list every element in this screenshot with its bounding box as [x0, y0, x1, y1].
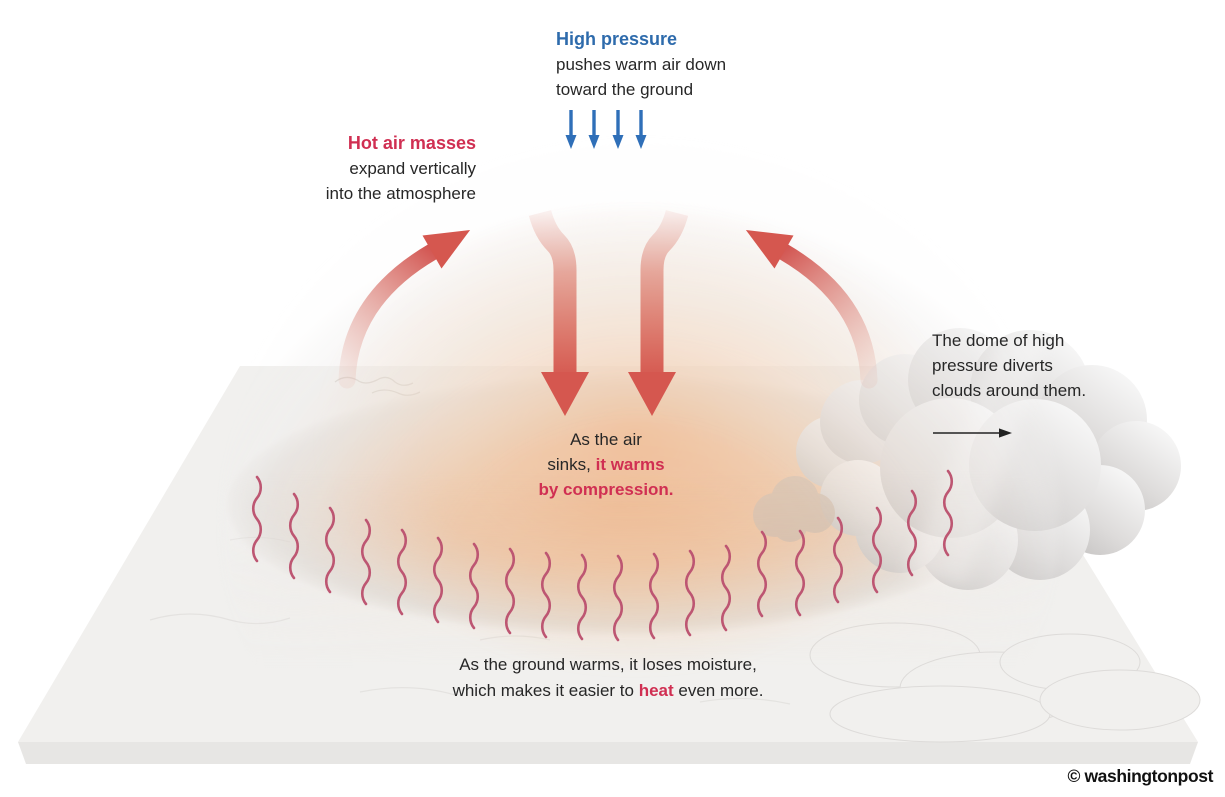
ground-warms-line2-after: even more.	[673, 681, 764, 700]
hot-air-heading: Hot air masses	[347, 133, 476, 153]
air-sinks-line2-bold: it warms	[595, 455, 665, 474]
ground-warms-line2-before: which makes it easier to	[452, 681, 639, 700]
annotation-high-pressure: High pressure pushes warm air down towar…	[556, 27, 766, 102]
high-pressure-arrows	[565, 110, 647, 149]
dome-diverts-line1: The dome of high	[932, 331, 1065, 350]
cloud-direction-arrow	[933, 428, 1012, 438]
annotation-ground-warms: As the ground warms, it loses moisture, …	[382, 652, 834, 704]
high-pressure-heading: High pressure	[556, 29, 678, 49]
annotation-dome-diverts: The dome of high pressure diverts clouds…	[932, 328, 1132, 403]
ground-warms-line1: As the ground warms, it loses moisture,	[459, 655, 757, 674]
blue-down-arrow	[565, 110, 577, 149]
blue-down-arrow	[612, 110, 624, 149]
blue-down-arrow	[635, 110, 647, 149]
hot-air-line2: expand vertically	[349, 159, 476, 178]
ground-warms-line2-bold: heat	[638, 681, 674, 700]
dome-diverts-line2: pressure diverts	[932, 356, 1053, 375]
annotation-air-sinks: As the air sinks, it warms by compressio…	[486, 427, 726, 502]
dome-diverts-line3: clouds around them.	[932, 381, 1087, 400]
publisher-credit: © washingtonpost	[1067, 766, 1213, 786]
down-arrow-right	[628, 209, 689, 416]
updraft-arrow-left	[338, 230, 471, 389]
air-sinks-line3-bold: by compression.	[538, 480, 674, 499]
high-pressure-line3: toward the ground	[556, 80, 694, 99]
high-pressure-line2: pushes warm air down	[556, 55, 727, 74]
air-sinks-line2-plain: sinks,	[547, 455, 596, 474]
annotation-hot-air-masses: Hot air masses expand vertically into th…	[256, 131, 476, 206]
air-sinks-line1: As the air	[570, 430, 642, 449]
blue-down-arrow	[588, 110, 600, 149]
updraft-arrow-right	[745, 230, 878, 389]
down-arrow-left	[528, 209, 589, 416]
hot-air-line3: into the atmosphere	[325, 184, 476, 203]
